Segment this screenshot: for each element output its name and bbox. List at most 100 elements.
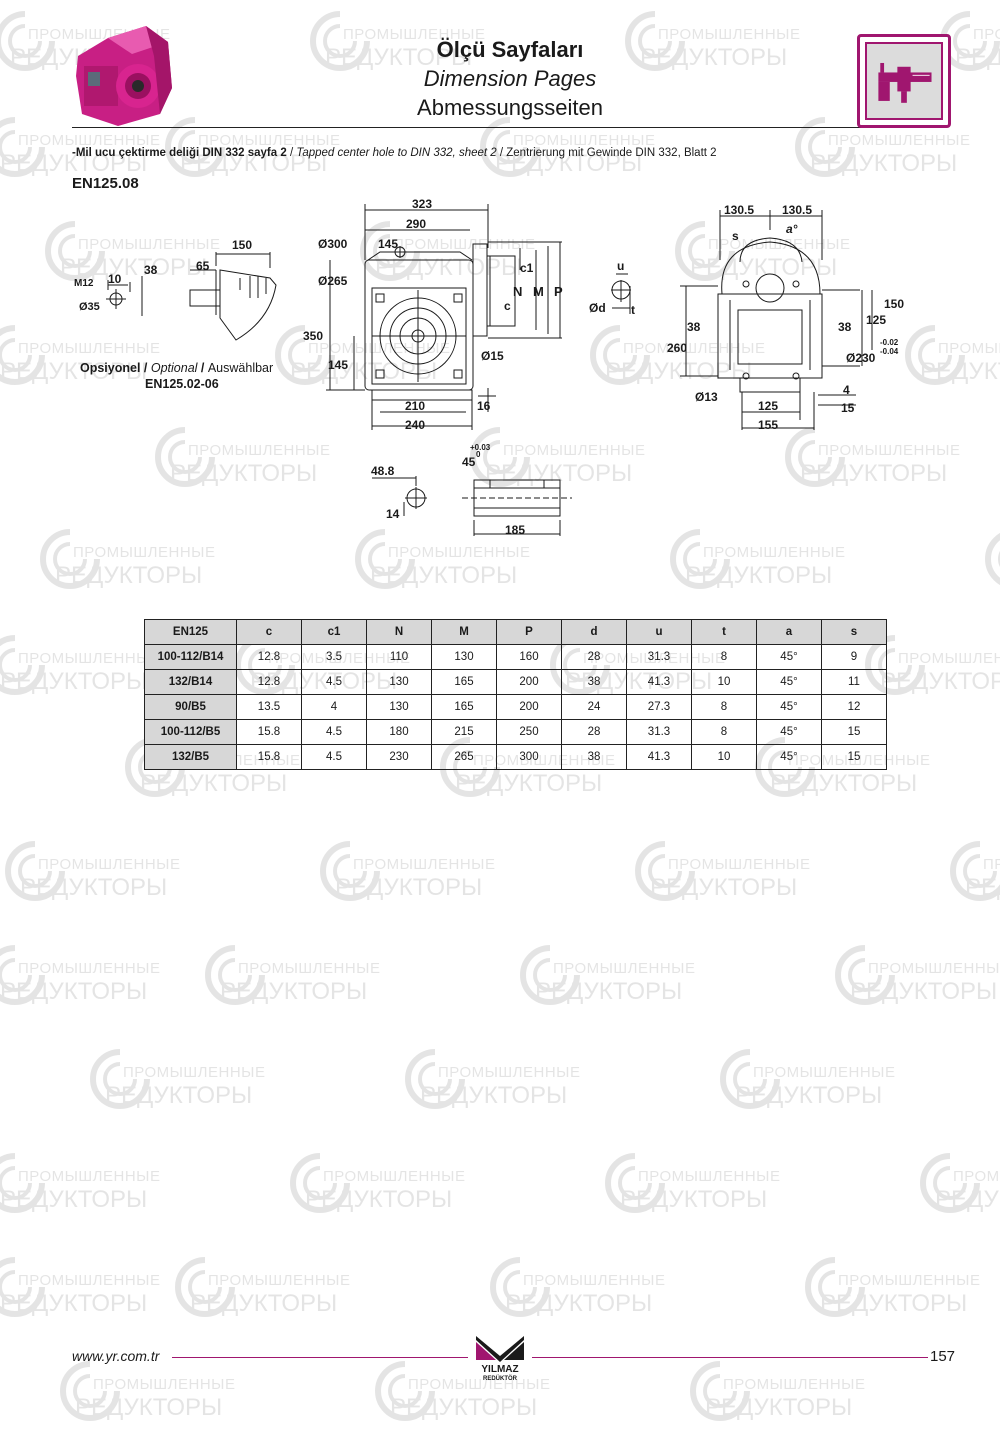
dim-label: a° (786, 222, 798, 236)
watermark-line1: ПРОМЫШЛЕННЫЕ (973, 26, 1000, 43)
watermark-line2: РЕДУКТОРЫ (370, 562, 518, 589)
dim-label: 16 (477, 399, 491, 413)
watermark-line2: РЕДУКТОРЫ (705, 1394, 853, 1421)
watermark-line1: ПРОМЫШЛЕННЫЕ (18, 960, 161, 977)
table-cell: 15.8 (236, 744, 302, 770)
watermark-line2: РЕДУКТОРЫ (335, 874, 483, 901)
table-cell: 215 (431, 719, 497, 745)
optional-code: EN125.02-06 (145, 377, 219, 391)
dim-label: 150 (232, 238, 252, 252)
footer-url[interactable]: www.yr.com.tr (72, 1348, 160, 1364)
center-hole-note: -Mil ucu çektirme deliği DIN 332 sayfa 2… (72, 147, 717, 159)
watermark-line1: ПРОМЫШЛЕННЫЕ (323, 1168, 466, 1185)
tolerance-label: +0.03 (470, 443, 491, 452)
dim-label: 260 (667, 341, 687, 355)
watermark-line1: ПРОМЫШЛЕННЫЕ (868, 960, 1000, 977)
table-header-cell: P (496, 619, 562, 645)
table-cell: 38 (561, 669, 627, 695)
table-cell: 130 (366, 694, 432, 720)
hollow-shaft-detail: 48.8 14 45 +0.03 0 185 (371, 443, 572, 537)
dim-label: Ø13 (695, 390, 718, 404)
watermark-line1: ПРОМЫШЛЕННЫЕ (38, 856, 181, 873)
dim-label: 145 (378, 237, 398, 251)
gear-icon (920, 1153, 980, 1213)
dim-label: c1 (520, 261, 534, 275)
table-cell: 10 (691, 669, 757, 695)
watermark-line1: ПРОМЫШЛЕННЫЕ (438, 1064, 581, 1081)
table-cell: 8 (691, 719, 757, 745)
gear-icon (520, 945, 580, 1005)
dimension-drawing: M12 Ø35 10 38 150 65 323 290 Ø300 Ø265 1… (74, 197, 904, 537)
watermark-line2: РЕДУКТОРЫ (390, 1394, 538, 1421)
table-header-cell: s (821, 619, 887, 645)
table-cell: 45° (756, 744, 822, 770)
table-cell: 24 (561, 694, 627, 720)
gear-icon (605, 1153, 665, 1213)
logo-sub: REDÜKTÖR (483, 1375, 518, 1382)
dim-label: Ø300 (318, 237, 348, 251)
gear-icon (0, 1153, 45, 1213)
watermark-line2: РЕДУКТОРЫ (735, 1082, 883, 1109)
watermark-line1: ПРОМЫШЛЕННЫЕ (983, 856, 1000, 873)
yilmaz-logo: YILMAZ REDÜKTÖR (476, 1336, 524, 1382)
dim-label: 323 (412, 197, 432, 211)
key-detail: u Ød t (589, 259, 635, 317)
logo-name: YILMAZ (481, 1364, 518, 1375)
dim-label: 130.5 (782, 203, 812, 217)
dim-label: 210 (405, 399, 425, 413)
dim-label: 65 (196, 259, 210, 273)
gear-icon (290, 1153, 350, 1213)
table-cell: 45° (756, 669, 822, 695)
dim-label: u (617, 259, 624, 273)
table-cell: 8 (691, 694, 757, 720)
table-cell: 28 (561, 644, 627, 670)
page-title: Ölçü Sayfaları (436, 37, 584, 62)
dim-label: 4 (843, 383, 850, 397)
table-cell: 12 (821, 694, 887, 720)
header-divider (72, 127, 862, 128)
product-photo (76, 26, 172, 126)
watermark-line2: РЕДУКТОРЫ (770, 770, 918, 797)
table-cell: 130 (431, 644, 497, 670)
table-header-cell: c (236, 619, 302, 645)
watermark-line1: ПРОМЫШЛЕННЫЕ (668, 856, 811, 873)
watermark-line2: РЕДУКТОРЫ (850, 978, 998, 1005)
watermark-line2: РЕДУКТОРЫ (955, 44, 1000, 71)
dim-label: 14 (386, 507, 400, 521)
dim-label: 350 (303, 329, 323, 343)
gear-icon (320, 841, 380, 901)
watermark-line1: ПРОМЫШЛЕННЫЕ (123, 1064, 266, 1081)
dim-label: 125 (866, 313, 886, 327)
table-cell: 8 (691, 644, 757, 670)
watermark-line1: ПРОМЫШЛЕННЫЕ (523, 1272, 666, 1289)
table-cell: 4.5 (301, 719, 367, 745)
watermark-line2: РЕДУКТОРЫ (820, 1290, 968, 1317)
table-cell: 130 (366, 669, 432, 695)
gear-icon (0, 945, 45, 1005)
watermark-line2: РЕДУКТОРЫ (455, 770, 603, 797)
gear-icon (205, 945, 265, 1005)
gear-icon (950, 841, 1000, 901)
model-code: EN125.08 (72, 175, 139, 192)
gear-icon (0, 635, 45, 695)
table-row-head: 132/B14 (144, 669, 237, 695)
gear-icon (805, 1257, 865, 1317)
watermark-line2: РЕДУКТОРЫ (105, 1082, 253, 1109)
